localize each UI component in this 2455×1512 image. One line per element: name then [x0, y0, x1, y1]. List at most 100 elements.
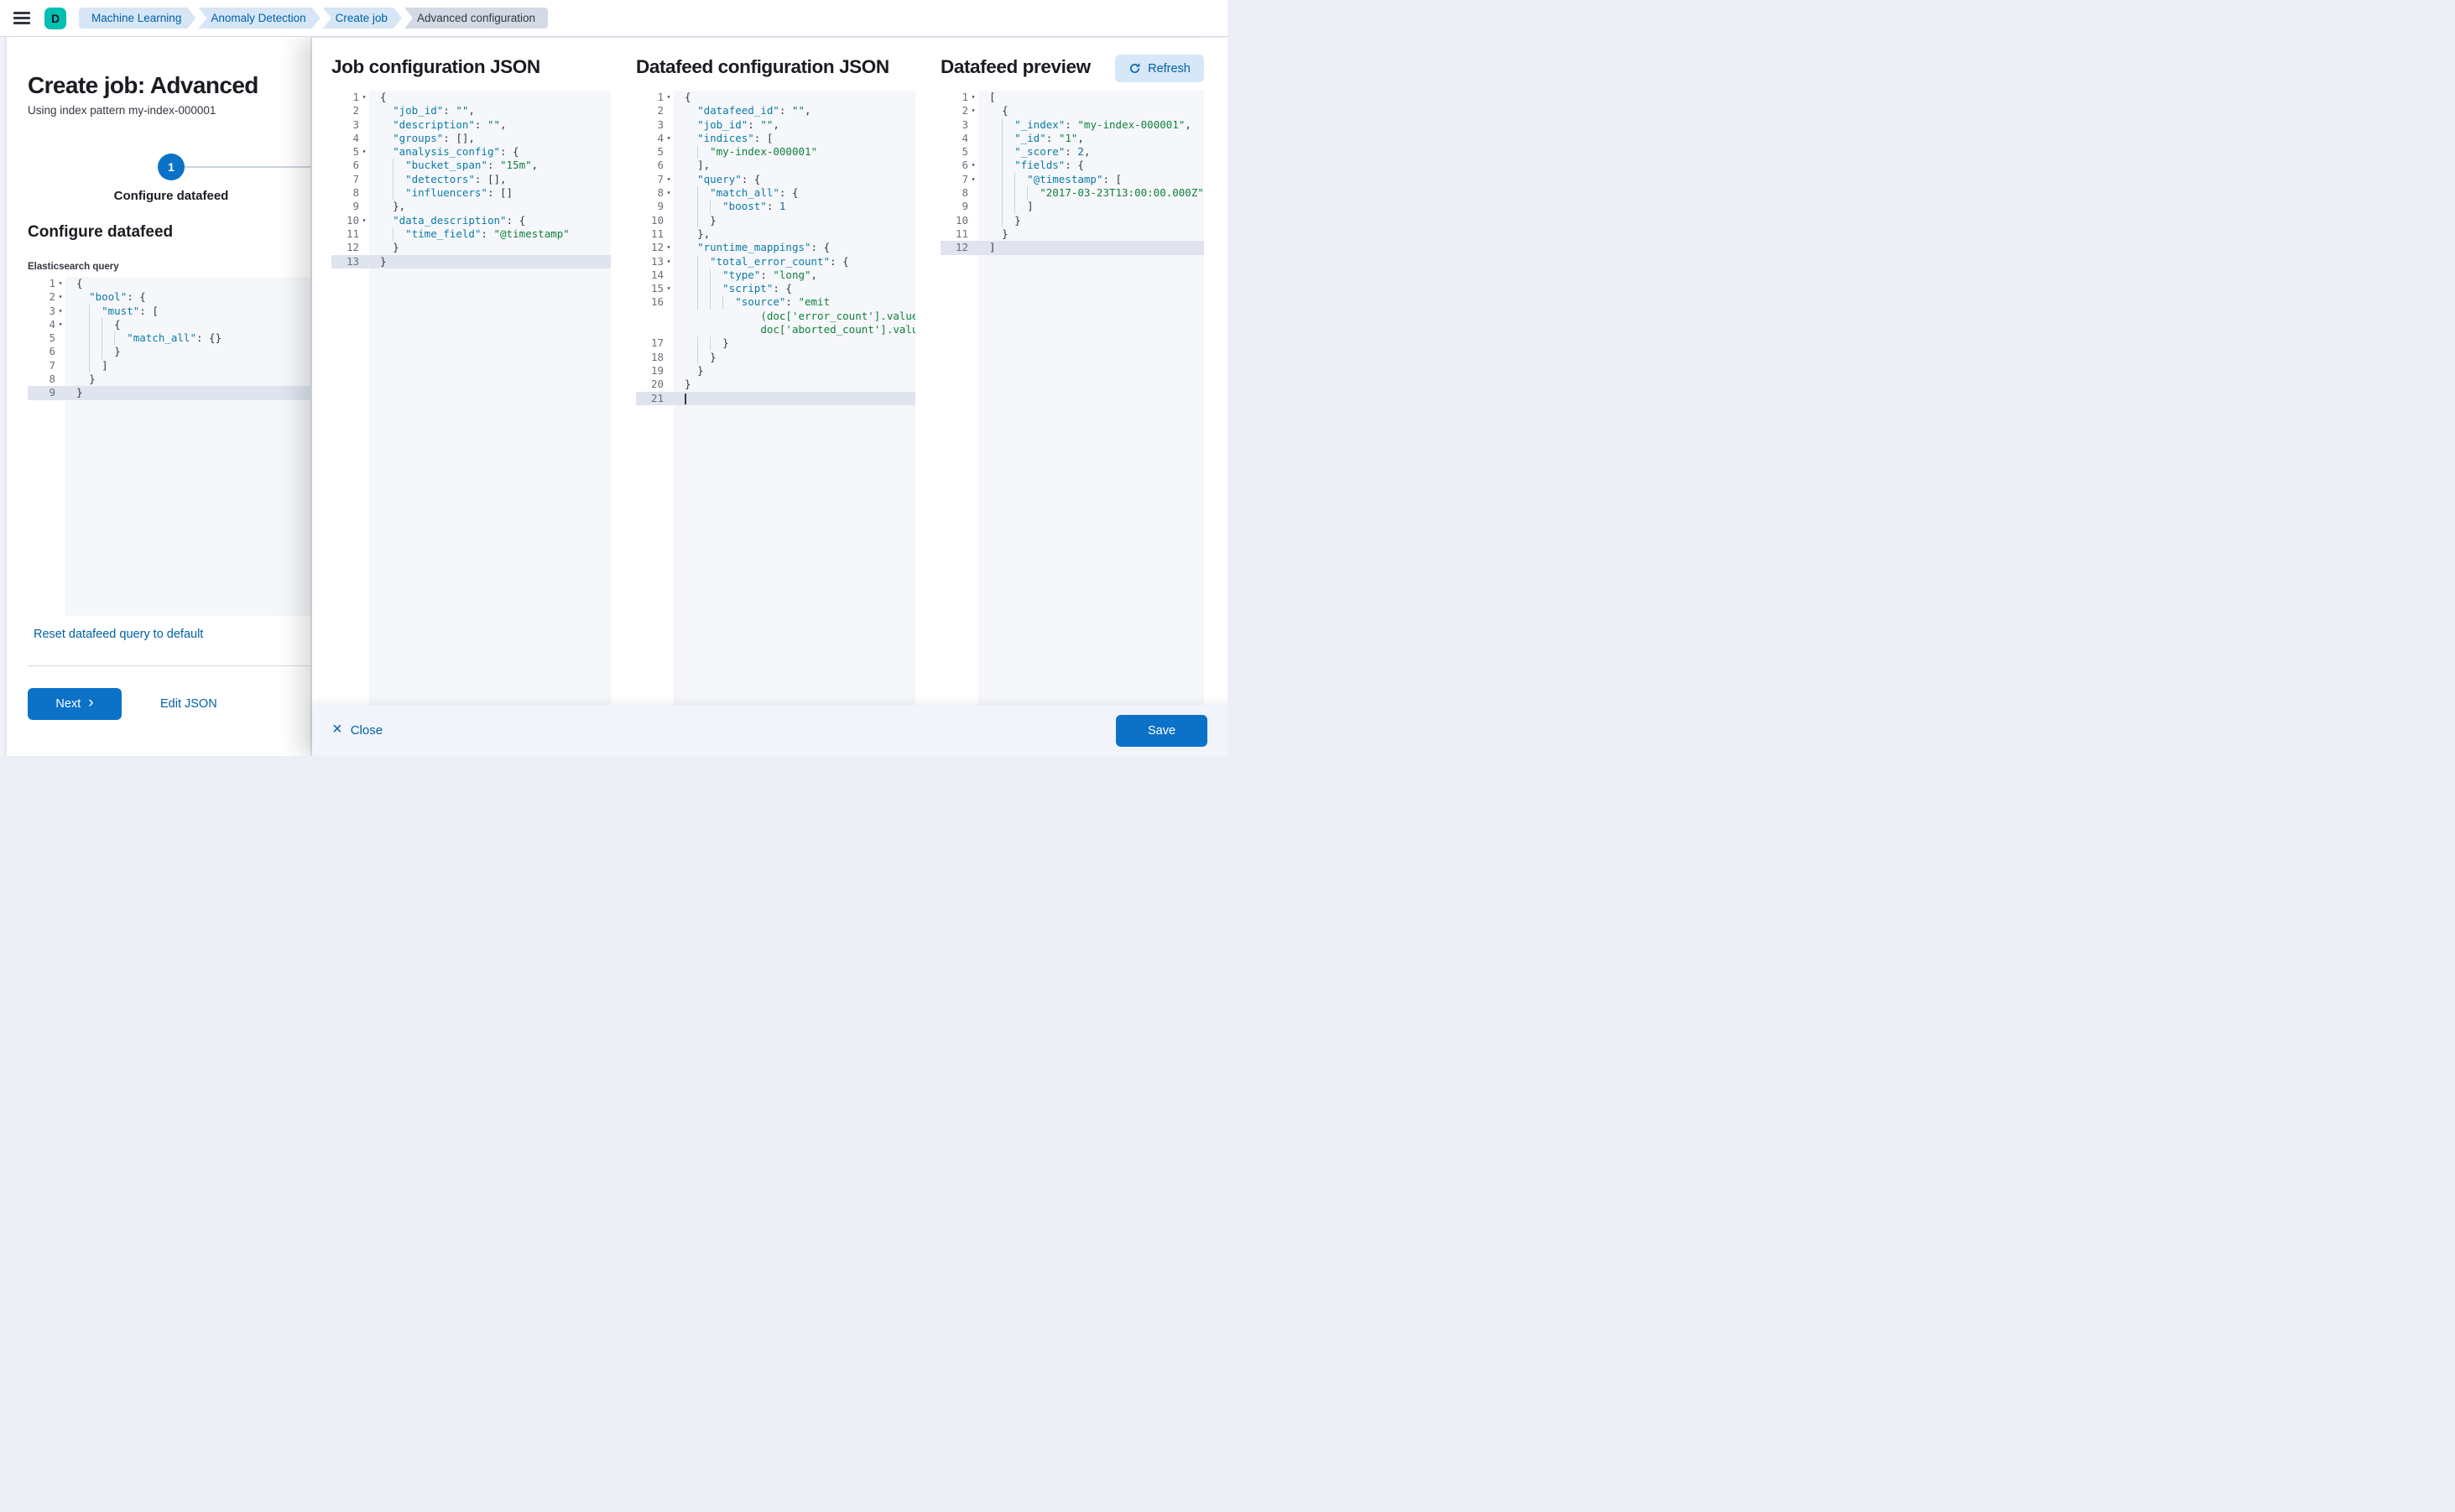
code-line: 12]	[941, 241, 1204, 255]
chevron-right-icon: ›	[88, 694, 94, 712]
code-line: 2 "job_id": "",	[352, 104, 475, 117]
code-line: 8 "2017-03-23T13:00:00.000Z"	[962, 186, 1204, 201]
flyout-footer: × Close Save	[312, 705, 1228, 756]
fold-arrow-icon[interactable]: ▾	[971, 107, 976, 115]
datafeed-preview-editor[interactable]: 1▾[2▾ {3 "_index": "my-index-000001",4 "…	[941, 91, 1204, 705]
datafeed-configuration-editor[interactable]: 1▾{2 "datafeed_id": "",3 "job_id": "",4▾…	[636, 91, 915, 705]
step-1-indicator[interactable]: 1	[158, 154, 185, 180]
code-line: 9 ]	[962, 200, 1034, 214]
breadcrumb: Machine Learning Anomaly Detection Creat…	[79, 8, 550, 29]
code-line: 6 }	[49, 345, 121, 359]
fold-arrow-icon[interactable]: ▾	[58, 293, 63, 301]
code-line: 11 }	[955, 227, 1009, 240]
code-line: 1▾{	[657, 91, 691, 103]
elasticsearch-query-editor[interactable]: 1▾{2▾ "bool": {3▾ "must": [4▾ {5 "match_…	[28, 277, 310, 616]
datafeed-preview-title: Datafeed preview	[941, 56, 1091, 77]
code-line: 9 "boost": 1	[657, 200, 786, 214]
code-line: 14 "type": "long",	[650, 268, 818, 283]
save-button[interactable]: Save	[1116, 714, 1207, 747]
code-line: 3 "job_id": "",	[657, 117, 779, 131]
fold-arrow-icon[interactable]: ▾	[362, 216, 367, 224]
job-configuration-column: Job configuration JSON 1▾{2 "job_id": ""…	[331, 53, 611, 705]
space-avatar[interactable]: D	[44, 7, 66, 29]
code-line: 2▾ {	[962, 104, 1009, 117]
code-line: 2 "datafeed_id": "",	[657, 104, 811, 117]
code-line: 16 "source": "emit	[650, 295, 831, 310]
elasticsearch-query-label: Elasticsearch query	[28, 262, 119, 272]
breadcrumb-anomaly-detection[interactable]: Anomaly Detection	[198, 8, 320, 29]
fold-arrow-icon[interactable]: ▾	[666, 189, 671, 197]
code-line: 11 },	[650, 227, 711, 240]
code-line: 21	[636, 391, 915, 405]
code-line: 1▾[	[962, 91, 996, 103]
edit-json-link[interactable]: Edit JSON	[160, 697, 217, 711]
code-line: 10 }	[955, 213, 1021, 227]
code-line: 1▾{	[352, 91, 387, 103]
wizard-actions: Next › Edit JSON	[28, 688, 310, 720]
code-line: 19 }	[650, 363, 704, 377]
code-line: 10▾ "data_description": {	[346, 213, 526, 227]
close-icon: ×	[332, 720, 342, 738]
code-line: 8 }	[49, 373, 96, 386]
code-line: 20}	[650, 378, 691, 391]
code-line: 4 "groups": [],	[352, 131, 475, 144]
code-line: 8 "influencers": []	[352, 186, 513, 201]
job-configuration-editor[interactable]: 1▾{2 "job_id": "",3 "description": "",4 …	[331, 91, 611, 705]
advanced-json-flyout: Job configuration JSON 1▾{2 "job_id": ""…	[312, 38, 1228, 756]
code-line: 9 },	[352, 200, 406, 213]
code-line: 3 "description": "",	[352, 117, 507, 131]
fold-arrow-icon[interactable]: ▾	[666, 243, 671, 252]
code-line: 5 "my-index-000001"	[657, 145, 818, 159]
next-button[interactable]: Next ›	[28, 688, 122, 720]
refresh-icon	[1130, 63, 1140, 73]
fold-arrow-icon[interactable]: ▾	[971, 175, 976, 183]
code-line: 7▾ "query": {	[657, 172, 761, 185]
section-title: Configure datafeed	[28, 223, 174, 241]
code-line: 5 "match_all": {}	[49, 331, 222, 346]
code-line: 6 "bucket_span": "15m",	[352, 159, 539, 173]
fold-arrow-icon[interactable]: ▾	[58, 320, 63, 328]
fold-arrow-icon[interactable]: ▾	[666, 175, 671, 183]
breadcrumb-create-job[interactable]: Create job	[323, 8, 402, 29]
menu-icon[interactable]	[13, 12, 30, 24]
code-line: 4▾ "indices": [	[657, 131, 774, 144]
step-1-label: Configure datafeed	[113, 189, 229, 203]
top-nav: D Machine Learning Anomaly Detection Cre…	[0, 0, 1228, 37]
fold-arrow-icon[interactable]: ▾	[58, 306, 63, 315]
fold-arrow-icon[interactable]: ▾	[666, 284, 671, 293]
fold-arrow-icon[interactable]: ▾	[971, 93, 976, 101]
wizard-steps: 1	[28, 154, 310, 180]
refresh-button[interactable]: Refresh	[1115, 55, 1204, 82]
step-connector-line	[185, 166, 310, 168]
code-line: 7 "detectors": [],	[352, 172, 507, 187]
code-line: 15▾ "script": {	[650, 282, 792, 296]
code-line: 12 }	[346, 241, 399, 254]
fold-arrow-icon[interactable]: ▾	[666, 93, 671, 101]
fold-arrow-icon[interactable]: ▾	[58, 279, 63, 287]
job-configuration-title: Job configuration JSON	[331, 56, 540, 77]
flyout-columns: Job configuration JSON 1▾{2 "job_id": ""…	[312, 38, 1228, 705]
fold-arrow-icon[interactable]: ▾	[362, 148, 367, 156]
divider	[28, 665, 310, 666]
close-button[interactable]: × Close	[332, 720, 383, 738]
fold-arrow-icon[interactable]: ▾	[666, 257, 671, 265]
code-line: 2▾ "bool": {	[49, 290, 146, 304]
index-pattern-subtitle: Using index pattern my-index-000001	[28, 104, 216, 117]
code-line: 7 ]	[49, 358, 108, 373]
datafeed-preview-header: Datafeed preview Refresh	[941, 53, 1204, 91]
breadcrumb-machine-learning[interactable]: Machine Learning	[79, 8, 195, 29]
datafeed-preview-column: Datafeed preview Refresh 1▾[2▾ {3 "_inde…	[941, 53, 1204, 705]
fold-arrow-icon[interactable]: ▾	[971, 161, 976, 169]
fold-arrow-icon[interactable]: ▾	[362, 93, 367, 101]
wizard-panel: Create job: Advanced Using index pattern…	[7, 25, 310, 756]
code-line: 1▾{	[49, 277, 83, 289]
fold-arrow-icon[interactable]: ▾	[666, 133, 671, 142]
code-line: 13▾ "total_error_count": {	[650, 254, 849, 269]
reset-datafeed-query-link[interactable]: Reset datafeed query to default	[34, 628, 204, 641]
code-line: 5 "_score": 2,	[962, 145, 1091, 159]
code-line: 11 "time_field": "@timestamp"	[346, 227, 570, 242]
code-line: 3 "_index": "my-index-000001",	[962, 117, 1191, 132]
code-line: 12▾ "runtime_mappings": {	[650, 241, 831, 254]
code-line: 18 }	[650, 350, 717, 364]
code-line: 13}	[331, 254, 611, 269]
